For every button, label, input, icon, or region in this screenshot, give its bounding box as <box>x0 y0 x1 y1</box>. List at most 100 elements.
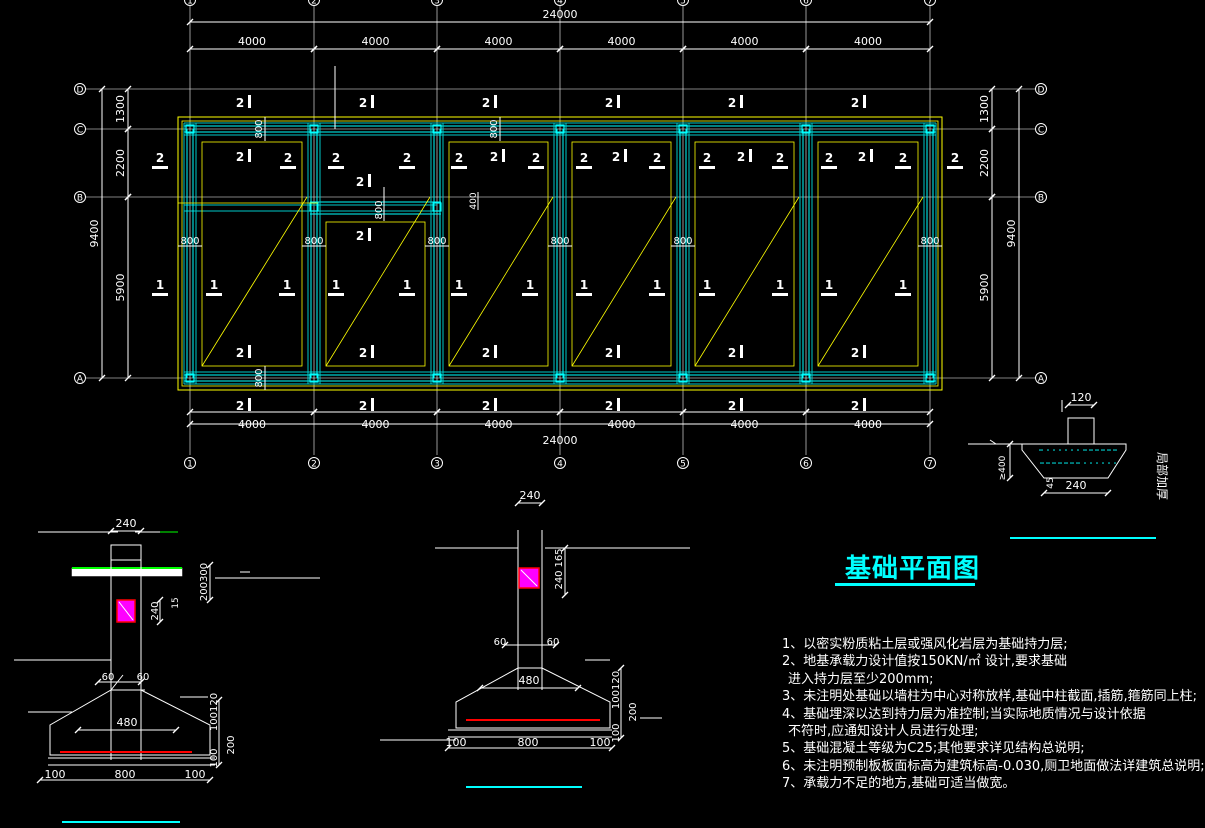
section-cut-bar <box>494 95 497 108</box>
concrete-dot <box>1066 462 1068 464</box>
column-marker <box>185 373 195 383</box>
section-marker: 2 <box>359 346 367 360</box>
axis-number: 5 <box>680 0 686 7</box>
dimension-tick <box>124 125 132 133</box>
column-marker <box>801 124 811 134</box>
section-cut-bar <box>451 166 467 169</box>
axis-bubble-right <box>1035 123 1047 135</box>
section-marker: 2 <box>653 151 661 165</box>
concrete-dot <box>1060 462 1062 464</box>
concrete-dot <box>1047 449 1049 451</box>
dimension-value: 800 <box>920 236 939 247</box>
concrete-dot <box>1053 449 1055 451</box>
axis-letter: D <box>77 86 84 96</box>
concrete-dot <box>1077 449 1079 451</box>
section-cut-bar <box>895 293 911 296</box>
dimension-value: 24000 <box>543 434 578 447</box>
dimension-tick <box>1104 489 1112 497</box>
axis-bubble-left <box>74 372 86 384</box>
section-cut-bar <box>248 345 251 358</box>
drawing-title-underline <box>835 583 975 586</box>
axis-number: 6 <box>803 0 809 7</box>
dimension-value: 5900 <box>114 274 127 302</box>
axis-bubble-left <box>74 83 86 95</box>
dimension-tick <box>1064 401 1072 409</box>
dimension-tick <box>556 45 564 53</box>
dimension-tick <box>1006 440 1014 448</box>
section-marker: 1 <box>455 278 463 292</box>
section-marker: 2 <box>851 399 859 413</box>
column-marker <box>309 373 319 383</box>
section-marker: 2 <box>605 399 613 413</box>
thickened-footing <box>1021 443 1127 479</box>
slab-diagonal <box>571 196 677 367</box>
column-marker <box>678 124 688 134</box>
section-cut-bar <box>649 166 665 169</box>
section-cut-bar <box>368 228 371 241</box>
axis-number: 7 <box>927 0 933 7</box>
dimension-value: 800 <box>254 368 265 387</box>
dimension-value: 4000 <box>485 418 513 431</box>
concrete-dot <box>1072 462 1074 464</box>
dimension-value: 200 <box>628 702 639 721</box>
dimension-tick <box>107 527 115 535</box>
section-cut-bar <box>152 293 168 296</box>
dimension-value: 4000 <box>608 35 636 48</box>
axis-number: 1 <box>187 0 193 7</box>
section-cut-bar <box>152 166 168 169</box>
concrete-dot <box>1046 462 1048 464</box>
axis-bubble-left <box>74 123 86 135</box>
axis-letter: B <box>77 194 83 204</box>
concrete-dot <box>1107 449 1109 451</box>
section-marker: 2 <box>482 399 490 413</box>
dimension-value: 400 <box>469 192 479 209</box>
dimension-tick <box>679 408 687 416</box>
section-cut-bar <box>279 293 295 296</box>
section-marker: 1 <box>825 278 833 292</box>
concrete-dot <box>1054 462 1056 464</box>
section-cut-bar <box>328 293 344 296</box>
section-cut-bar <box>740 398 743 411</box>
dimension-tick <box>124 193 132 201</box>
dimension-tick <box>561 544 569 552</box>
dimension-value: 9400 <box>1005 220 1018 248</box>
section-cut-bar <box>451 293 467 296</box>
axis-letter: D <box>1038 86 1045 96</box>
dimension-tick <box>538 499 546 507</box>
dimension-value: 120 <box>1071 391 1092 404</box>
dimension-tick <box>1015 85 1023 93</box>
section-cut-bar <box>206 293 222 296</box>
section-marker: 2 <box>532 151 540 165</box>
section-cut-bar <box>617 398 620 411</box>
note-2b: 进入持力层至少200mm; <box>788 671 934 687</box>
section-marker: 2 <box>403 151 411 165</box>
section-cut-bar <box>576 166 592 169</box>
dimension-value: 100 <box>446 736 467 749</box>
dimension-tick <box>514 499 522 507</box>
dimension-value: 4000 <box>731 418 759 431</box>
room-panel <box>201 141 303 367</box>
section-marker: 2 <box>899 151 907 165</box>
axis-number: 3 <box>434 0 440 7</box>
dimension-value: 100 <box>611 723 622 742</box>
concrete-dot <box>1041 449 1043 451</box>
section-marker: 1 <box>210 278 218 292</box>
axis-bubble-left <box>74 191 86 203</box>
footing-section-b <box>455 667 611 729</box>
section-marker: 1 <box>332 278 340 292</box>
axis-letter: C <box>77 126 83 136</box>
axis-letter: B <box>1038 194 1044 204</box>
dimension-value: 24000 <box>543 8 578 21</box>
foundation-plan-drawing: 1122334455667724000240004000400040004000… <box>14 0 1170 823</box>
column-marker <box>185 124 195 134</box>
dimension-value: 800 <box>489 119 500 138</box>
axis-letter: C <box>1038 126 1044 136</box>
section-marker: 2 <box>284 151 292 165</box>
dimension-tick <box>501 641 509 649</box>
axis-number: 2 <box>311 460 317 470</box>
section-marker: 2 <box>605 346 613 360</box>
dimension-value: 60 <box>494 637 507 648</box>
axis-bubble-right <box>1035 83 1047 95</box>
axis-letter: A <box>77 375 84 385</box>
section-cut-bar <box>649 293 665 296</box>
